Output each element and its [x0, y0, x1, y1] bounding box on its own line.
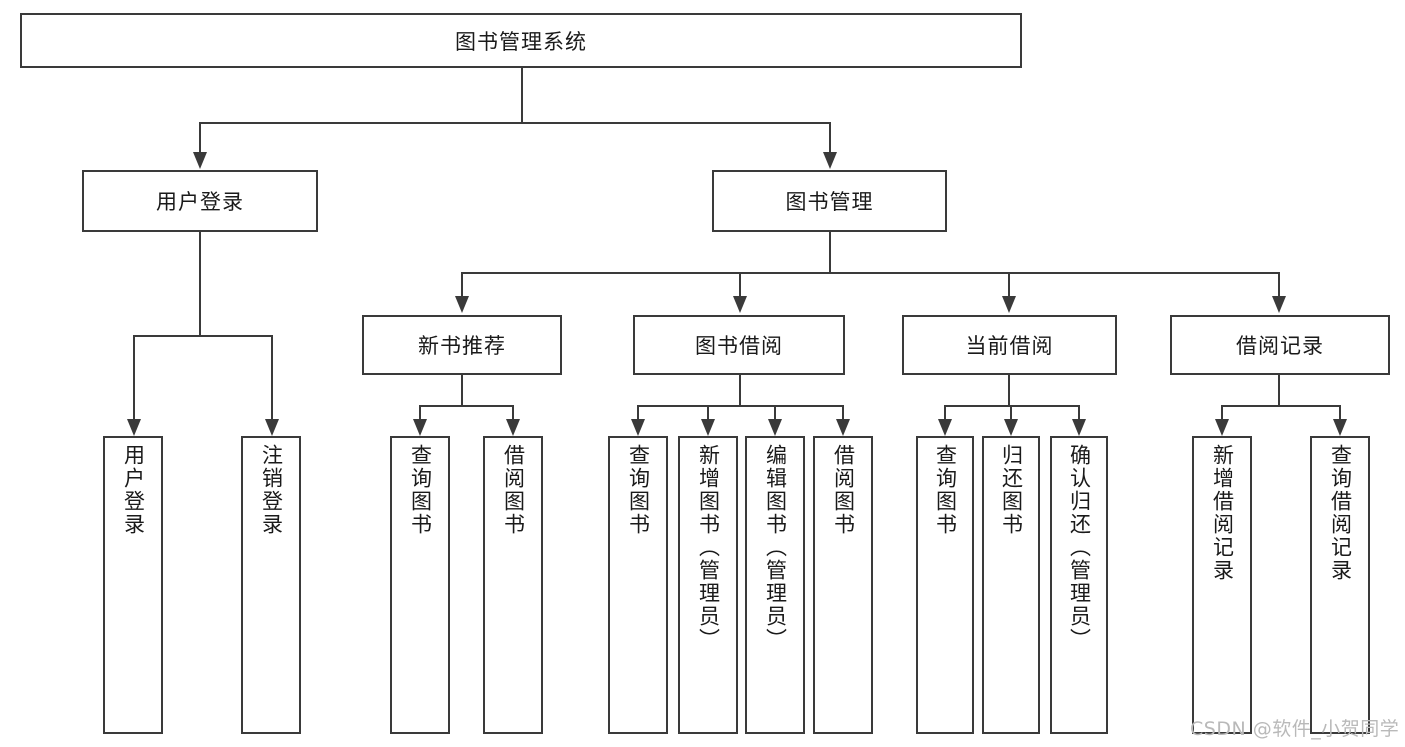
leaf-return-book[interactable]: 归还图书	[982, 436, 1040, 734]
leaf-user-login[interactable]: 用户登录	[103, 436, 163, 734]
arrow-bm-to-book-borrow	[733, 296, 747, 313]
node-book-management[interactable]: 图书管理	[712, 170, 947, 232]
arrow-current-borrow-to-leaf-3	[1072, 419, 1086, 436]
connector-new-book-to-leaf-1	[419, 405, 421, 421]
arrow-borrow-record-to-leaf-1	[1215, 419, 1229, 436]
node-user-login[interactable]: 用户登录	[82, 170, 318, 232]
node-label: 图书管理	[785, 190, 874, 214]
arrow-borrow-record-to-leaf-2	[1333, 419, 1347, 436]
arrow-bm-to-new-book	[455, 296, 469, 313]
connector-bm-to-current-borrow	[1008, 272, 1010, 298]
node-label: 当前借阅	[965, 334, 1054, 358]
connector-new-book-to-leaf-2	[512, 405, 514, 421]
arrow-new-book-to-leaf-1	[413, 419, 427, 436]
connector-book-borrow-stem	[739, 375, 741, 407]
leaf-logout[interactable]: 注销登录	[241, 436, 301, 734]
leaf-query-book-current[interactable]: 查询图书	[916, 436, 974, 734]
arrow-bm-to-current-borrow	[1002, 296, 1016, 313]
node-new-book-recommend[interactable]: 新书推荐	[362, 315, 562, 375]
node-current-borrow[interactable]: 当前借阅	[902, 315, 1117, 375]
arrow-root-to-user-login	[193, 152, 207, 169]
connector-root-stem	[521, 68, 523, 124]
arrow-user-login-to-leaf-1	[127, 419, 141, 436]
connector-borrow-record-to-leaf-1	[1221, 405, 1223, 421]
node-label: 用户登录	[156, 190, 244, 214]
csdn-watermark: CSDN @软件_小贺同学	[1190, 718, 1400, 740]
node-book-borrow[interactable]: 图书借阅	[633, 315, 845, 375]
node-book-management-system[interactable]: 图书管理系统	[20, 13, 1022, 68]
connector-book-management-stem	[829, 232, 831, 274]
leaf-label: 新增图书（管理员）	[696, 444, 721, 651]
connector-borrow-record-to-leaf-2	[1339, 405, 1341, 421]
leaf-add-book-admin[interactable]: 新增图书（管理员）	[678, 436, 738, 734]
arrow-book-borrow-to-leaf-1	[631, 419, 645, 436]
leaf-query-book-recommend[interactable]: 查询图书	[390, 436, 450, 734]
arrow-new-book-to-leaf-2	[506, 419, 520, 436]
node-label: 图书管理系统	[455, 29, 587, 54]
connector-book-borrow-to-leaf-4	[842, 405, 844, 421]
leaf-borrow-book-recommend[interactable]: 借阅图书	[483, 436, 543, 734]
leaf-label: 查询图书	[933, 444, 958, 536]
connector-new-book-bar	[419, 405, 514, 407]
leaf-label: 查询图书	[408, 444, 433, 536]
connector-current-borrow-to-leaf-2	[1010, 405, 1012, 421]
connector-current-borrow-stem	[1008, 375, 1010, 407]
connector-bm-to-new-book	[461, 272, 463, 298]
connector-book-borrow-to-leaf-1	[637, 405, 639, 421]
connector-root-bar	[199, 122, 831, 124]
node-label: 新书推荐	[418, 334, 506, 358]
leaf-add-borrow-record[interactable]: 新增借阅记录	[1192, 436, 1252, 734]
leaf-label: 借阅图书	[501, 444, 526, 536]
arrow-book-borrow-to-leaf-3	[768, 419, 782, 436]
connector-current-borrow-to-leaf-3	[1078, 405, 1080, 421]
arrow-current-borrow-to-leaf-1	[938, 419, 952, 436]
arrow-book-borrow-to-leaf-2	[701, 419, 715, 436]
node-label: 图书借阅	[695, 334, 783, 358]
connector-bm-to-borrow-record	[1278, 272, 1280, 298]
connector-root-to-user-login	[199, 122, 201, 154]
leaf-label: 编辑图书（管理员）	[763, 444, 788, 651]
leaf-label: 用户登录	[121, 444, 146, 536]
leaf-confirm-return-admin[interactable]: 确认归还（管理员）	[1050, 436, 1108, 734]
connector-book-borrow-to-leaf-3	[774, 405, 776, 421]
leaf-edit-book-admin[interactable]: 编辑图书（管理员）	[745, 436, 805, 734]
connector-book-borrow-bar	[637, 405, 843, 407]
leaf-label: 注销登录	[259, 444, 284, 536]
leaf-borrow-book[interactable]: 借阅图书	[813, 436, 873, 734]
connector-new-book-stem	[461, 375, 463, 407]
connector-borrow-record-stem	[1278, 375, 1280, 407]
leaf-label: 确认归还（管理员）	[1067, 444, 1092, 651]
connector-root-to-book-management	[829, 122, 831, 154]
connector-user-login-bar	[133, 335, 273, 337]
connector-user-login-stem	[199, 232, 201, 337]
connector-current-borrow-to-leaf-1	[944, 405, 946, 421]
arrow-current-borrow-to-leaf-2	[1004, 419, 1018, 436]
connector-user-login-to-leaf-2	[271, 335, 273, 421]
connector-book-management-bar	[461, 272, 1280, 274]
connector-borrow-record-bar	[1221, 405, 1340, 407]
leaf-label: 查询图书	[626, 444, 651, 536]
arrow-book-borrow-to-leaf-4	[836, 419, 850, 436]
arrow-user-login-to-leaf-2	[265, 419, 279, 436]
leaf-query-borrow-record[interactable]: 查询借阅记录	[1310, 436, 1370, 734]
leaf-label: 新增借阅记录	[1210, 444, 1235, 582]
leaf-label: 归还图书	[999, 444, 1024, 536]
arrow-root-to-book-management	[823, 152, 837, 169]
connector-user-login-to-leaf-1	[133, 335, 135, 421]
arrow-bm-to-borrow-record	[1272, 296, 1286, 313]
connector-book-borrow-to-leaf-2	[707, 405, 709, 421]
connector-bm-to-book-borrow	[739, 272, 741, 298]
leaf-label: 借阅图书	[831, 444, 856, 536]
leaf-query-book-borrow[interactable]: 查询图书	[608, 436, 668, 734]
node-label: 借阅记录	[1236, 334, 1324, 358]
node-borrow-record[interactable]: 借阅记录	[1170, 315, 1390, 375]
leaf-label: 查询借阅记录	[1328, 444, 1353, 582]
